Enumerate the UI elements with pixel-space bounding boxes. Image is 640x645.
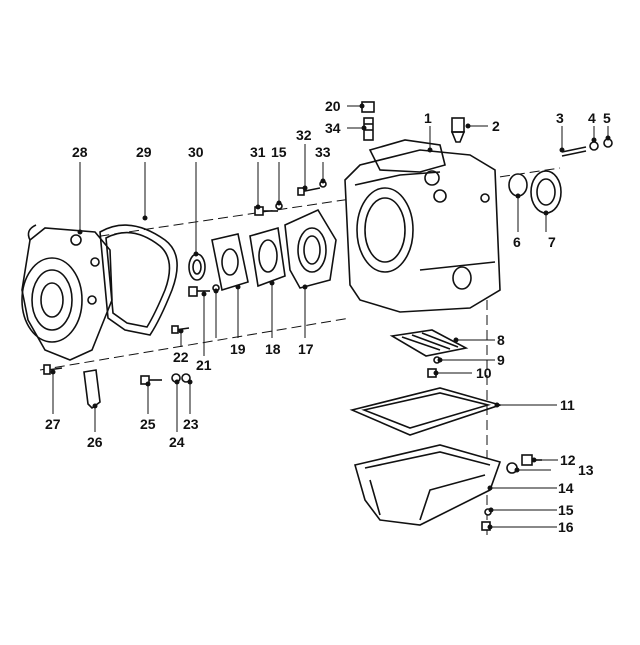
callout-32: 32 — [296, 127, 312, 143]
callout-2: 2 — [492, 118, 500, 134]
callout-14: 14 — [558, 480, 574, 496]
pan-gasket-11 — [349, 387, 503, 436]
callout-15-top: 15 — [271, 144, 287, 160]
callout-30: 30 — [188, 144, 204, 160]
callout-33: 33 — [315, 144, 331, 160]
callout-1: 1 — [424, 110, 432, 126]
plate-19 — [211, 233, 249, 292]
bolt-25 — [140, 375, 162, 385]
leader-lines — [52, 105, 609, 528]
cover-17 — [284, 208, 337, 289]
seal-30 — [188, 253, 206, 281]
callout-3: 3 — [556, 110, 564, 126]
seal-7 — [530, 170, 562, 214]
callout-13: 13 — [578, 462, 594, 478]
callout-11: 11 — [560, 397, 575, 413]
callout-8: 8 — [497, 332, 505, 348]
callout-23: 23 — [183, 416, 199, 432]
gearbox-housing — [344, 139, 501, 313]
oil-pan-14 — [354, 444, 502, 526]
callout-5: 5 — [603, 110, 611, 126]
callout-27: 27 — [45, 416, 61, 432]
flange-18 — [249, 226, 286, 288]
callout-31: 31 — [250, 144, 266, 160]
strainer-8 — [389, 329, 469, 357]
leader-dots — [50, 103, 611, 530]
callout-20: 20 — [325, 98, 341, 114]
callout-6: 6 — [513, 234, 521, 250]
callout-18: 18 — [265, 341, 281, 357]
callout-9: 9 — [497, 352, 505, 368]
callout-17: 17 — [298, 341, 314, 357]
stud-3 — [561, 146, 587, 157]
callout-4: 4 — [588, 110, 596, 126]
bell-housing — [21, 224, 113, 361]
washer-23 — [181, 373, 191, 383]
bolt-32 — [297, 187, 321, 196]
callout-12: 12 — [560, 452, 576, 468]
callout-15: 15 — [558, 502, 574, 518]
callout-28: 28 — [72, 144, 88, 160]
callout-19: 19 — [230, 341, 246, 357]
callout-34: 34 — [325, 120, 341, 136]
plug-6 — [508, 173, 528, 197]
callout-25: 25 — [140, 416, 156, 432]
callout-10: 10 — [476, 365, 492, 381]
callout-29: 29 — [136, 144, 152, 160]
gasket-29 — [99, 224, 178, 336]
bolt-21 — [188, 286, 210, 297]
callout-24: 24 — [169, 434, 185, 450]
callout-labels: 1 2 3 4 5 6 7 8 9 10 11 12 13 14 15 16 1… — [45, 98, 611, 535]
breather-2 — [450, 117, 466, 143]
callout-26: 26 — [87, 434, 103, 450]
callout-16: 16 — [558, 519, 574, 535]
callout-21: 21 — [196, 357, 212, 373]
callout-22: 22 — [173, 349, 189, 365]
bracket — [83, 369, 101, 410]
bolt-27 — [43, 364, 63, 375]
washer-4 — [589, 141, 599, 151]
callout-7: 7 — [548, 234, 556, 250]
